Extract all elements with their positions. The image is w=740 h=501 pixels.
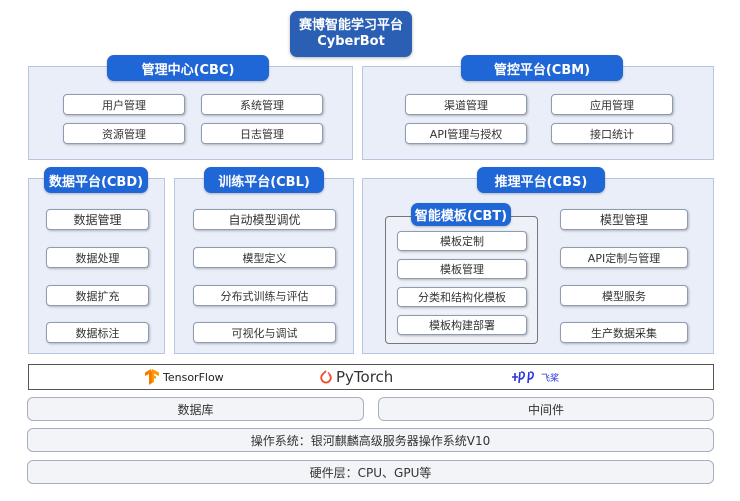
paddle-label: 飞桨 [541,373,560,384]
cbt-structured-template-button[interactable]: 分类和结构化模板 [397,287,527,307]
pytorch-logo: PyTorch [320,367,393,387]
cbm-channel-mgmt-button[interactable]: 渠道管理 [405,94,527,115]
hardware-layer: 硬件层：CPU、GPU等 [27,460,714,484]
tensorflow-logo: TensorFlow [145,368,224,386]
cbd-header: 数据平台(CBD) [44,167,148,193]
cbt-header: 智能模板(CBT) [411,203,511,226]
platform-title: 赛博智能学习平台 CyberBot [290,11,412,57]
os-layer: 操作系统：银河麒麟高级服务器操作系统V10 [27,428,714,452]
cbm-api-auth-button[interactable]: API管理与授权 [405,123,527,144]
platform-title-line1: 赛博智能学习平台 [298,18,403,33]
paddle-icon [512,371,534,384]
cbs-model-service-button[interactable]: 模型服务 [560,285,688,306]
cbm-interface-stats-button[interactable]: 接口统计 [551,123,673,144]
cbc-system-mgmt-button[interactable]: 系统管理 [201,94,323,115]
cbl-distributed-train-button[interactable]: 分布式训练与评估 [193,285,336,306]
cbm-header: 管控平台(CBM) [461,55,623,81]
cbl-visualize-debug-button[interactable]: 可视化与调试 [193,322,336,343]
cbd-data-processing-button[interactable]: 数据处理 [46,247,149,268]
middleware-layer: 中间件 [378,397,714,421]
cbs-model-mgmt-button[interactable]: 模型管理 [560,209,688,230]
cbt-template-mgmt-button[interactable]: 模板管理 [397,259,527,279]
cbs-production-data-button[interactable]: 生产数据采集 [560,322,688,343]
pytorch-icon [320,369,332,383]
tensorflow-icon [145,369,159,385]
cbc-log-mgmt-button[interactable]: 日志管理 [201,123,323,144]
cbd-data-label-button[interactable]: 数据标注 [46,322,149,343]
pytorch-label: PyTorch [336,368,394,386]
cbl-header: 训练平台(CBL) [204,167,324,193]
platform-title-line2: CyberBot [317,34,385,49]
cbm-app-mgmt-button[interactable]: 应用管理 [551,94,673,115]
database-layer: 数据库 [27,397,364,421]
tensorflow-label: TensorFlow [163,370,224,384]
paddle-logo: 飞桨 [511,368,559,386]
cbd-data-mgmt-button[interactable]: 数据管理 [46,209,149,230]
cbc-header: 管理中心(CBC) [107,55,269,81]
cbs-header: 推理平台(CBS) [477,167,605,193]
cbs-api-custom-button[interactable]: API定制与管理 [560,247,688,268]
cbc-resource-mgmt-button[interactable]: 资源管理 [63,123,185,144]
cbt-template-deploy-button[interactable]: 模板构建部署 [397,315,527,335]
cbl-auto-tune-button[interactable]: 自动模型调优 [193,209,336,230]
cbt-template-custom-button[interactable]: 模板定制 [397,231,527,251]
cbl-model-define-button[interactable]: 模型定义 [193,247,336,268]
frameworks-bar [28,364,714,390]
cbd-data-augment-button[interactable]: 数据扩充 [46,285,149,306]
cbc-user-mgmt-button[interactable]: 用户管理 [63,94,185,115]
